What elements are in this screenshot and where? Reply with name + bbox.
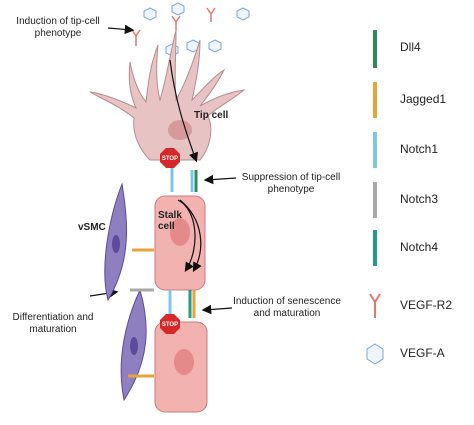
vegfa-molecules bbox=[143, 2, 250, 57]
stop-sign-bottom bbox=[160, 314, 180, 334]
vegfr2-receptors bbox=[131, 7, 216, 46]
vsmc-cells bbox=[104, 182, 147, 402]
legend-label-notch3: Notch3 bbox=[400, 192, 439, 206]
endothelial-nucleus bbox=[174, 349, 194, 375]
stalk-cell bbox=[154, 195, 206, 291]
legend-label-jagged1: Jagged1 bbox=[400, 92, 447, 106]
stop-sign-text: STOP bbox=[161, 322, 179, 328]
differentiation-label: Differentiation and maturation bbox=[12, 312, 94, 335]
vsmc-label: vSMC bbox=[78, 222, 106, 233]
tip-cell-label: Tip cell bbox=[194, 110, 229, 121]
senescence-label: Induction of senescence and maturation bbox=[233, 296, 341, 319]
stalk-cell-label: Stalk cell bbox=[158, 210, 182, 232]
tip-cell-nucleus bbox=[168, 120, 192, 140]
vegfa-icon bbox=[171, 2, 185, 16]
legend-icons bbox=[366, 30, 384, 365]
endothelial-cell bbox=[154, 321, 208, 413]
legend-label-notch1: Notch1 bbox=[400, 142, 439, 156]
stalk-cell-nucleus bbox=[170, 218, 190, 246]
legend-label-vegfr2: VEGF-R2 bbox=[400, 298, 453, 312]
legend-label-dll4: Dll4 bbox=[400, 40, 421, 54]
suppression-label: Suppression of tip-cell phenotype bbox=[241, 172, 341, 195]
legend-label-vegfa: VEGF-A bbox=[400, 346, 445, 360]
vegfa-icon bbox=[143, 7, 157, 21]
stop-sign-top bbox=[160, 148, 180, 168]
tip-cell bbox=[89, 29, 246, 161]
tip-induction-label: Induction of tip-cell phenotype bbox=[16, 16, 100, 39]
stop-sign-text: STOP bbox=[161, 156, 179, 162]
vegfa-icon bbox=[208, 39, 222, 53]
legend-label-notch4: Notch4 bbox=[400, 240, 439, 254]
vegfa-icon bbox=[236, 7, 250, 21]
